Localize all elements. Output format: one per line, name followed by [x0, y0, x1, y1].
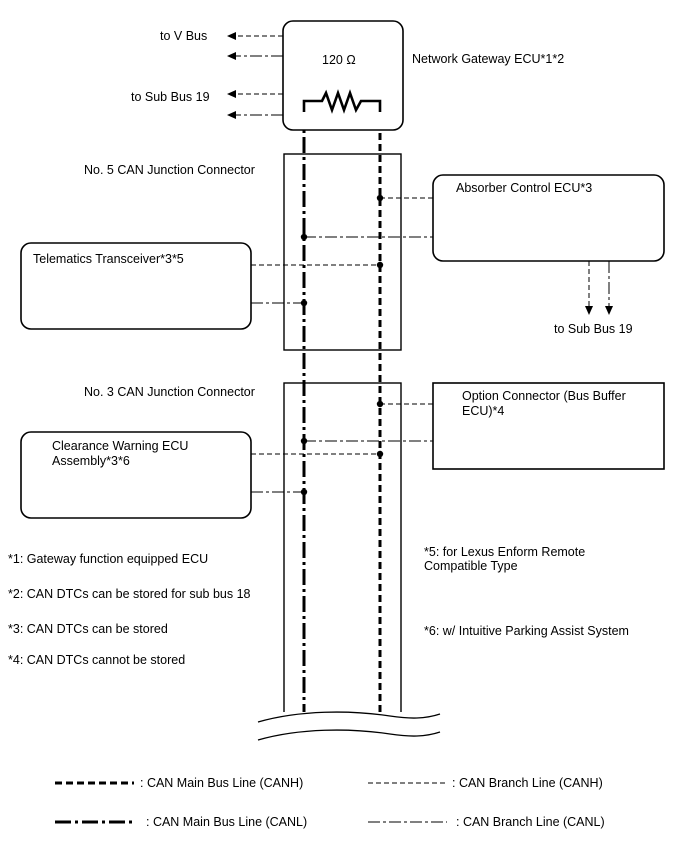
v-bus-label: to V Bus [160, 29, 207, 43]
legend-branch-canl-label: : CAN Branch Line (CANL) [456, 815, 605, 829]
telematics-canh-node [376, 261, 384, 269]
junction-connector-3-label: No. 3 CAN Junction Connector [84, 385, 255, 399]
telematics-canl-node [300, 299, 308, 307]
note-5-line2: Compatible Type [424, 559, 518, 573]
note-4: *4: CAN DTCs cannot be stored [8, 653, 185, 667]
clearance-canl-node [300, 488, 308, 496]
note-5-line1: *5: for Lexus Enform Remote [424, 545, 585, 559]
break-line-top [257, 711, 441, 723]
gateway-label: Network Gateway ECU*1*2 [412, 52, 564, 66]
clearance-warning-ecu-label-line2: Assembly*3*6 [52, 454, 130, 468]
option-canh-node [376, 400, 384, 408]
note-2: *2: CAN DTCs can be stored for sub bus 1… [8, 587, 251, 601]
gateway-ecu-box [282, 20, 404, 131]
absorber-canl-node [300, 233, 308, 241]
absorber-control-ecu-box [432, 174, 665, 262]
option-connector-label-line1: Option Connector (Bus Buffer [462, 389, 626, 403]
junction-connector-5-box [283, 153, 402, 351]
junction-connector-3-box [283, 382, 402, 718]
absorber-control-ecu-label: Absorber Control ECU*3 [456, 181, 592, 195]
option-connector-label-line2: ECU)*4 [462, 404, 504, 418]
option-connector-box [432, 382, 665, 470]
telematics-transceiver-label: Telematics Transceiver*3*5 [33, 252, 184, 266]
clearance-canh-node [376, 450, 384, 458]
resistor-label: 120 Ω [322, 53, 356, 67]
legend-main-canh-label: : CAN Main Bus Line (CANH) [140, 776, 303, 790]
resistor-symbol [302, 89, 382, 114]
legend-main-canl-label: : CAN Main Bus Line (CANL) [146, 815, 307, 829]
break-line-bottom [257, 729, 441, 741]
clearance-warning-ecu-label-line1: Clearance Warning ECU [52, 439, 188, 453]
telematics-transceiver-box [20, 242, 252, 330]
note-3: *3: CAN DTCs can be stored [8, 622, 168, 636]
note-6: *6: w/ Intuitive Parking Assist System [424, 624, 629, 638]
note-1: *1: Gateway function equipped ECU [8, 552, 208, 566]
clearance-warning-ecu-box [20, 431, 252, 519]
break-mask [252, 712, 437, 738]
option-canl-node [300, 437, 308, 445]
sub-bus-right-label: to Sub Bus 19 [554, 322, 633, 336]
absorber-canh-node [376, 194, 384, 202]
legend-branch-canh-label: : CAN Branch Line (CANH) [452, 776, 603, 790]
sub-bus-left-label: to Sub Bus 19 [131, 90, 210, 104]
junction-connector-5-label: No. 5 CAN Junction Connector [84, 163, 255, 177]
